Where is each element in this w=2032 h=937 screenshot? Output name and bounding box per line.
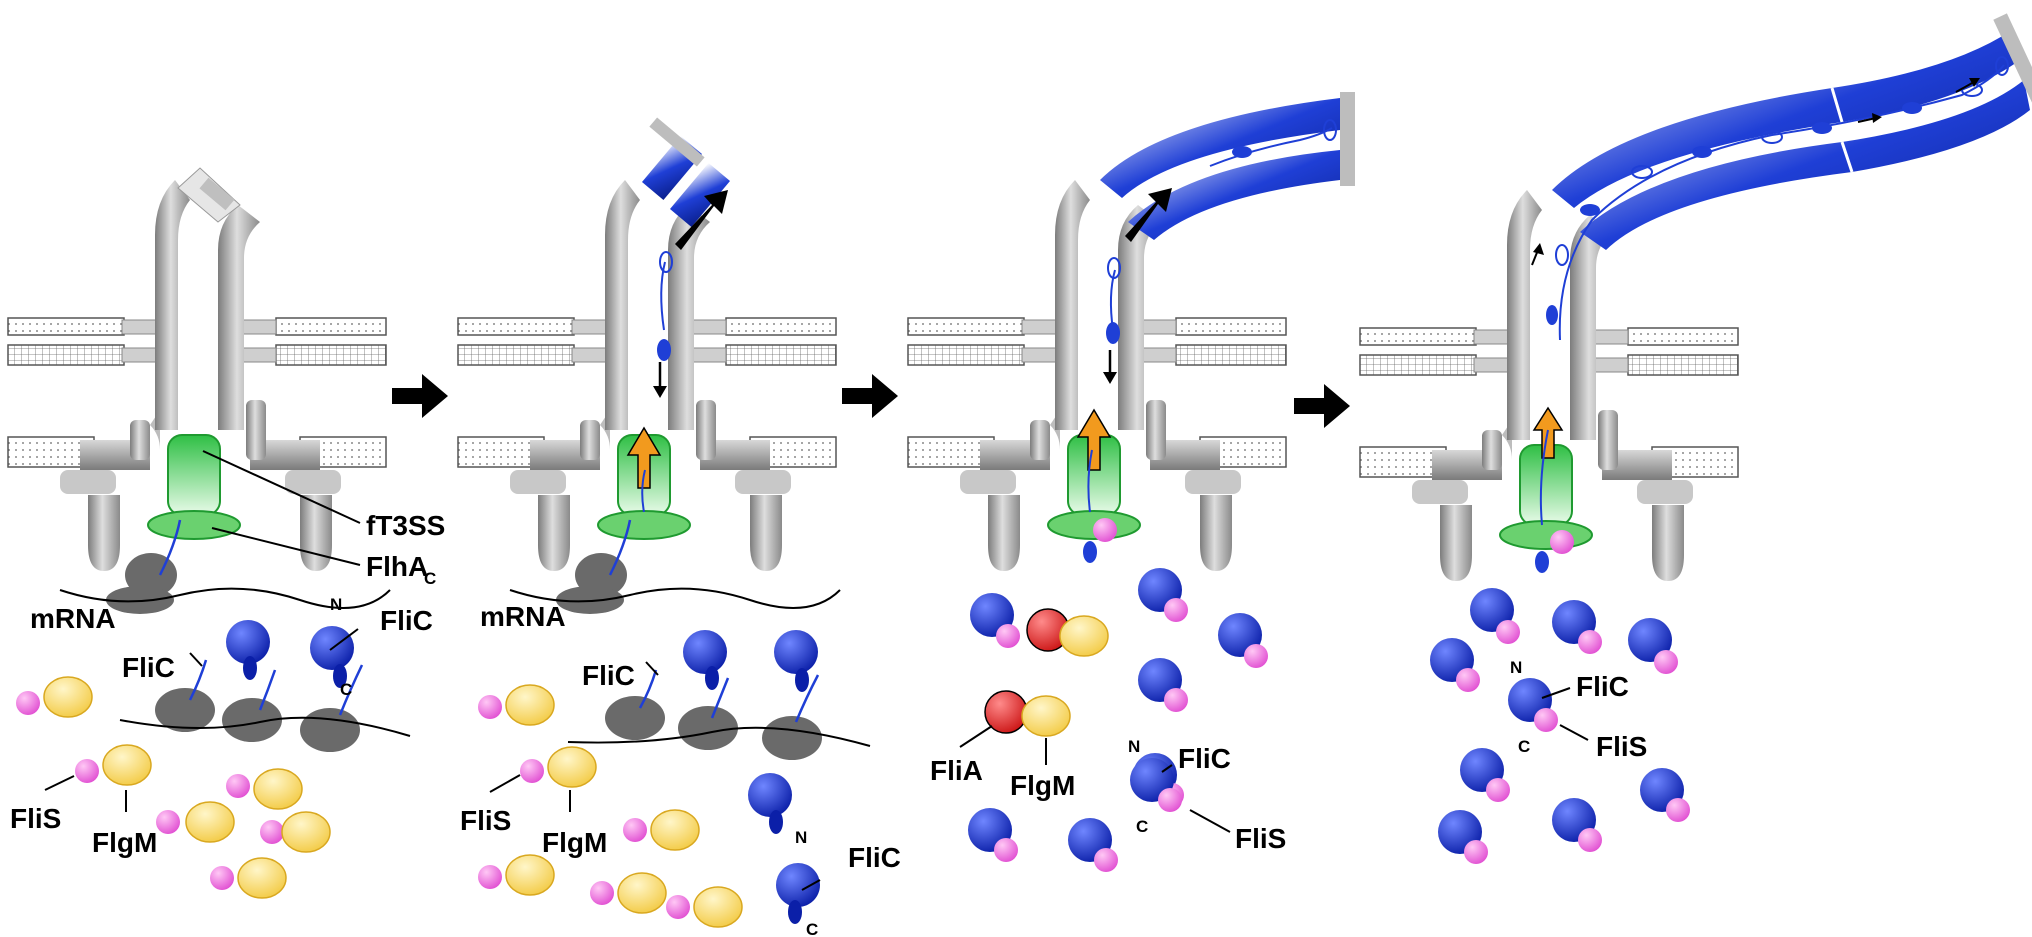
flic-flis-cluster [1430,588,1690,864]
step-arrow-icon [392,374,448,418]
label-flha: FlhA [366,551,428,582]
step-arrow-icon [1294,384,1350,428]
panel-3: FliA FlgM N FliC C FliS [907,92,1355,872]
label-ft3ss: fT3SS [366,510,445,541]
label-flgm-3: FlgM [1010,770,1075,801]
label-mrna-1: mRNA [30,603,116,634]
label-flgm-2: FlgM [542,827,607,858]
label-n-3: N [1128,737,1140,756]
secretion-arrow-icon [1076,408,1112,471]
label-n-1: N [330,595,342,614]
label-n-4: N [1510,658,1522,677]
label-flha-subscript: C [424,569,436,588]
label-flis-2: FliS [460,805,511,836]
label-c-4: C [1518,737,1530,756]
ribosome-row [119,659,411,752]
export-arrow-icon [675,190,728,250]
label-flic-2: FliC [122,652,175,683]
label-c-2: C [806,920,818,937]
label-flic-4: FliC [848,842,901,873]
secretion-arrow-icon [626,426,662,489]
panel-4: N FliC C FliS [1359,13,2032,864]
label-flis-3: FliS [1235,823,1286,854]
label-flia: FliA [930,755,983,786]
label-n-2: N [795,828,807,847]
label-c-1: C [340,680,352,699]
export-arrow-icon [1125,188,1172,242]
panel-1: fT3SS FlhA C mRNA N FliC C FliC FliS Flg… [7,167,445,899]
label-flic-6: FliC [1576,671,1629,702]
panel-2: mRNA FliC FliS FlgM N FliC C [457,117,901,937]
step-arrow-icon [842,374,898,418]
label-c-3: C [1136,817,1148,836]
flic-flis-cluster [968,568,1268,872]
label-flis-4: FliS [1596,731,1647,762]
label-flis-1: FliS [10,803,61,834]
label-mrna-2: mRNA [480,601,566,632]
label-flgm-1: FlgM [92,827,157,858]
label-flic-5: FliC [1178,743,1231,774]
label-flic-1: FliC [380,605,433,636]
label-flic-3: FliC [582,660,635,691]
